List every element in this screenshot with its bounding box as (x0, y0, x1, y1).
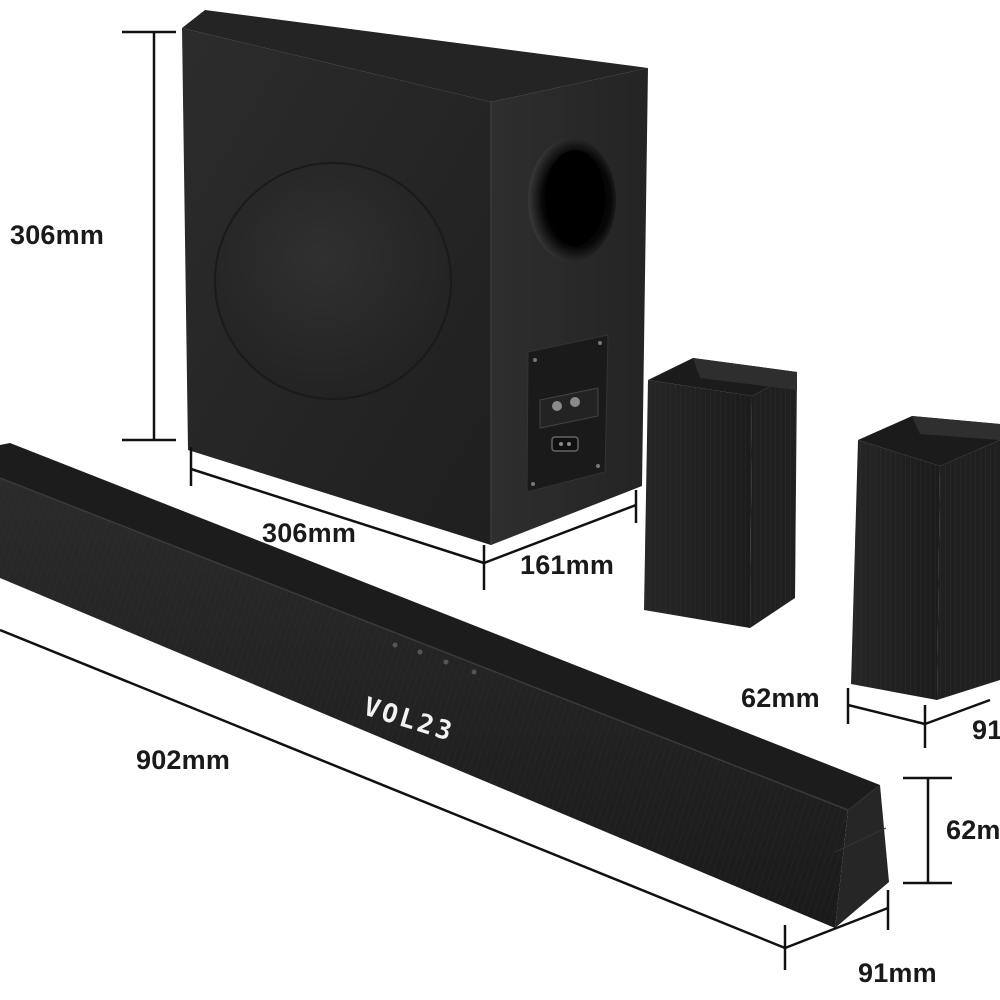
connector-port-right (570, 397, 580, 407)
button-dot (443, 659, 449, 665)
button-dot (471, 669, 477, 675)
soundbar-end (835, 785, 889, 928)
rear-width-line (847, 703, 926, 726)
bar-length-line (0, 628, 786, 950)
dimension-lines (0, 30, 991, 970)
sub-height-label: 306mm (10, 220, 105, 250)
connector-port-left (552, 401, 562, 411)
bar-length-label: 902mm (136, 745, 231, 775)
bar-height-label: 62m (946, 815, 1000, 845)
soundbar: VOL23 (0, 443, 889, 928)
soundbar-top (0, 443, 880, 810)
sub-width-line (190, 467, 485, 565)
rear-speaker-right (851, 416, 1000, 700)
bar-depth-label: 91mm (858, 958, 937, 988)
sub-depth-line (483, 503, 637, 565)
rear-depth-label: 91 (972, 715, 1000, 745)
bar-depth-line (784, 906, 889, 950)
sub-width-label: 306mm (262, 518, 357, 548)
subwoofer-top (182, 10, 648, 102)
subwoofer-grille (215, 163, 451, 399)
rear-speaker-left (644, 358, 797, 628)
button-dot (417, 649, 423, 655)
subwoofer (182, 10, 648, 545)
button-dot (392, 642, 398, 648)
sub-depth-label: 161mm (520, 550, 615, 580)
power-socket (551, 436, 579, 452)
rear-width-label: 62mm (741, 683, 820, 713)
